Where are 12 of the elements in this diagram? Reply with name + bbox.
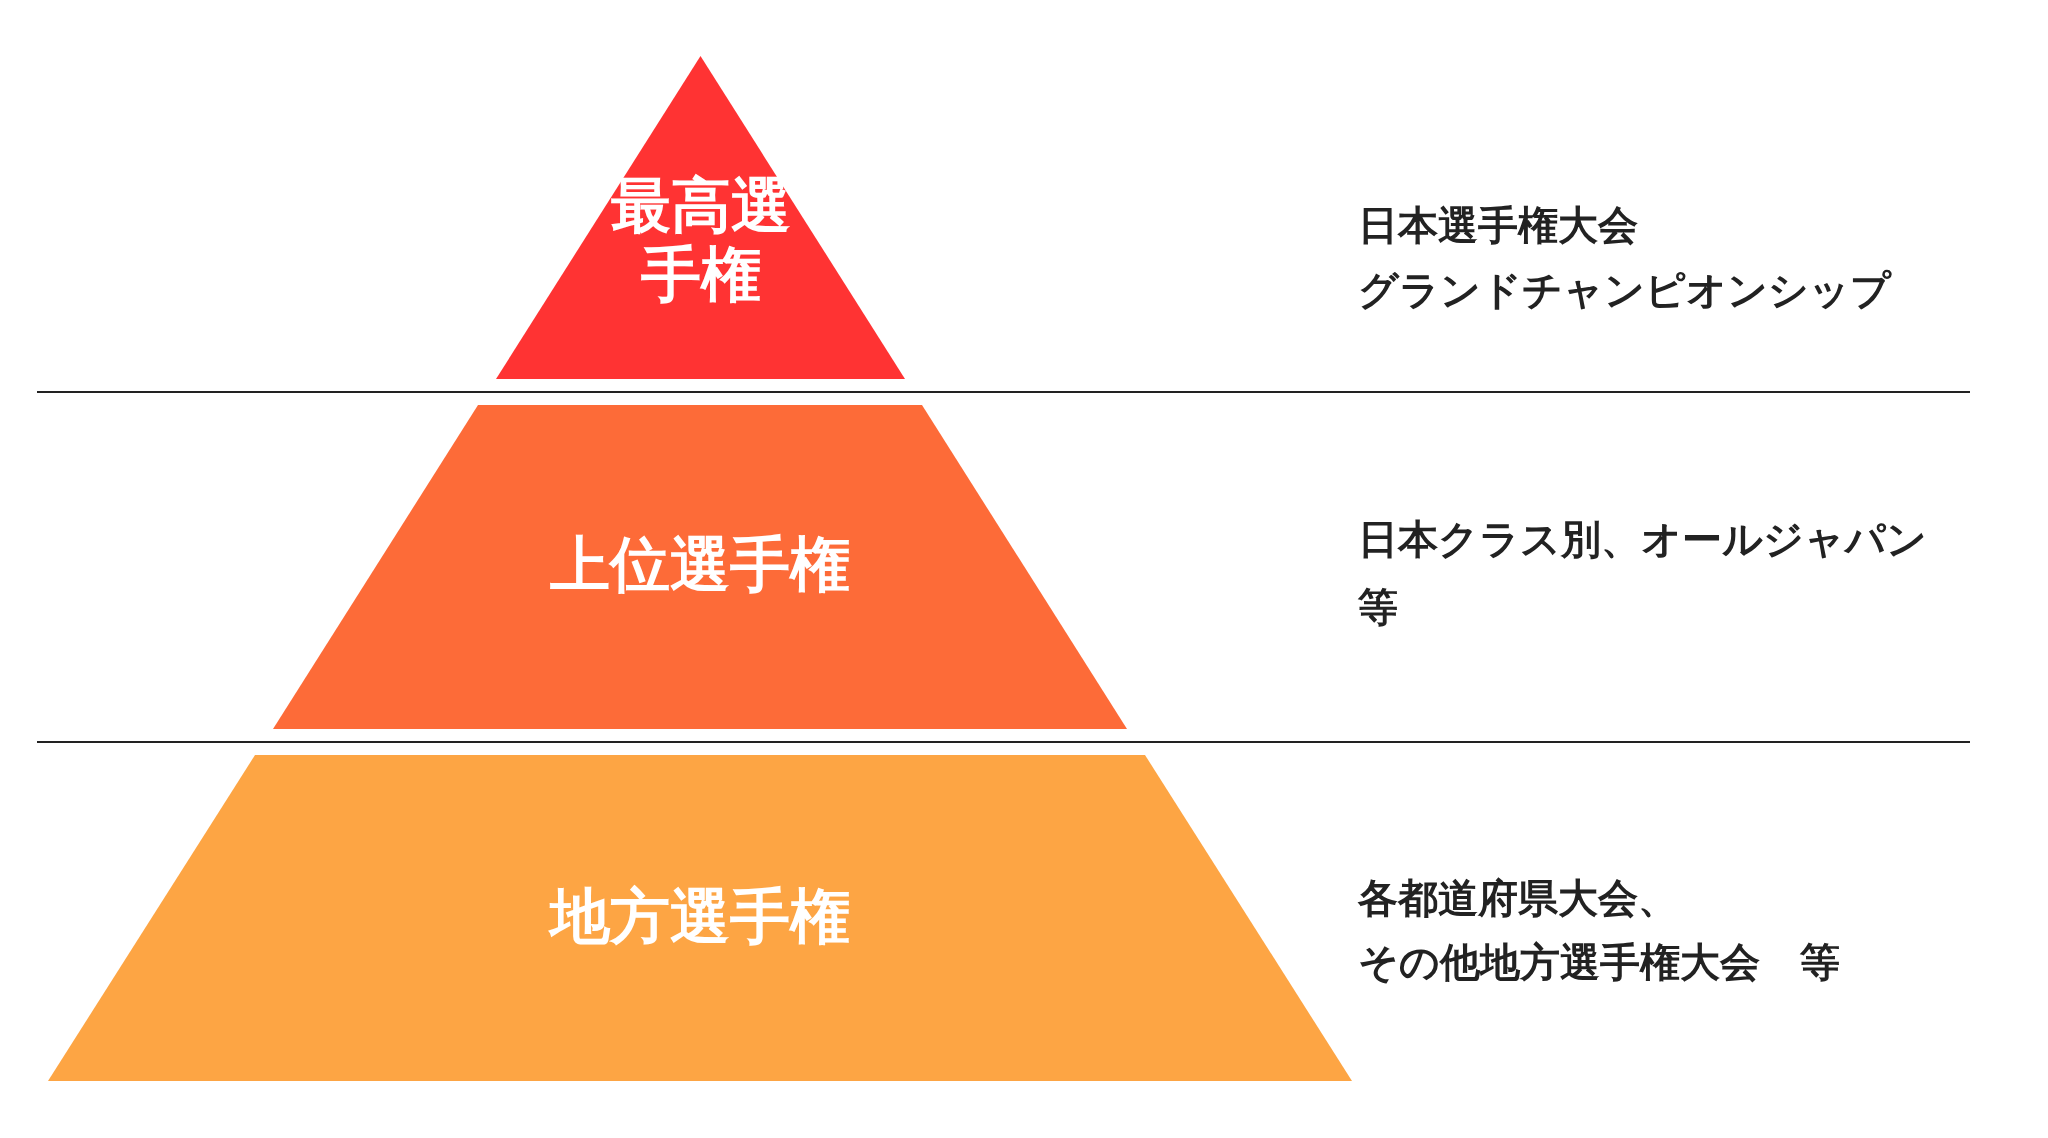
tier-label: 最高選手権 — [610, 171, 791, 309]
tier-label: 地方選手権 — [547, 882, 851, 951]
competition-text: 日本選手権大会 — [1358, 205, 1638, 245]
pyramid-triangle — [496, 56, 905, 379]
tier-label: 上位選手権 — [549, 530, 851, 599]
competition-text: 等 — [1358, 587, 1398, 627]
pyramid-trapezoid — [48, 755, 1352, 1081]
competition-text: 各都道府県大会、 — [1358, 878, 1678, 918]
competition-text: 日本クラス別、オールジャパン — [1358, 519, 1927, 559]
pyramid-trapezoid — [273, 405, 1127, 729]
competition-text: グランドチャンピオンシップ — [1358, 270, 1891, 310]
competition-text: その他地方選手権大会 等 — [1358, 942, 1840, 982]
